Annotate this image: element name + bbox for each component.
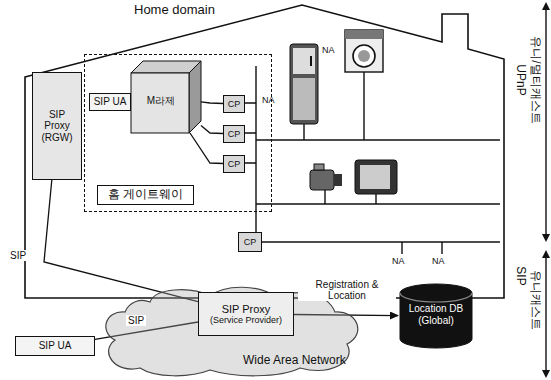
node-text: SIP UA <box>39 340 72 352</box>
scope-label: 유니/멀티캐스트 <box>528 36 541 123</box>
text-holder: 홈 게이트웨이 <box>97 185 194 205</box>
node-text: (Service Provider) <box>210 315 282 325</box>
cp-box: CP <box>223 155 245 173</box>
arrowhead <box>542 2 550 378</box>
scope-arrow <box>545 6 546 374</box>
bus-wire <box>256 139 500 140</box>
text-holder: M라제 <box>135 95 187 107</box>
connector <box>201 102 223 104</box>
node-text: M라제 <box>135 95 187 107</box>
ua-box: SIP UA <box>89 93 131 111</box>
device-label: NA <box>322 46 335 56</box>
gateway-group: 홈 게이트웨이 SIP UA M라제 CP CP CP <box>84 54 272 212</box>
washer-icon <box>345 30 383 72</box>
device-label: NA <box>392 257 405 267</box>
node-text: 홈 게이트웨이 <box>97 185 194 205</box>
scope-label: 유니캐스트 <box>528 270 541 330</box>
edge-label: SIP <box>126 315 146 326</box>
connector <box>44 180 198 302</box>
node-text: Wide Area Network <box>243 354 346 368</box>
text-holder: Location DB (Global) <box>402 303 470 326</box>
text-holder: Home domain <box>134 3 215 18</box>
bus-wire <box>262 241 500 242</box>
home-domain-outline: Home domainSIP Proxy (RGW) 홈 게이트웨이 SIP UA M… <box>22 2 507 300</box>
bus-wire <box>255 66 256 246</box>
ua-box: SIP UA <box>15 336 95 356</box>
node-text: Home domain <box>134 3 215 18</box>
node-text: SIP UA <box>94 96 127 108</box>
node-text: SIP Proxy <box>222 303 271 316</box>
text-holder: Wide Area Network <box>243 354 346 368</box>
camcorder-icon <box>310 164 342 190</box>
node-text: CP <box>228 159 241 169</box>
location-db-cylinder: Location DB (Global) <box>398 283 474 349</box>
cp-box: CP <box>238 232 262 252</box>
device-label: NA <box>432 257 445 267</box>
node-text: SIP Proxy (RGW) <box>35 109 79 144</box>
node-text: CP <box>228 129 241 139</box>
node-text: CP <box>244 237 257 247</box>
connector <box>190 133 223 164</box>
tv-icon <box>355 160 397 194</box>
connector <box>201 126 223 134</box>
node-text: Location DB (Global) <box>402 303 470 326</box>
scope-label: UPnP <box>513 64 526 95</box>
edge-label: Registration & Location <box>298 279 396 301</box>
cp-box: CP <box>223 95 245 113</box>
proxy-box: SIP Proxy (RGW) <box>32 72 82 180</box>
device-label: NA <box>262 96 275 106</box>
bus-wire <box>244 103 256 163</box>
node-text: CP <box>228 99 241 109</box>
cp-box: CP <box>223 125 245 143</box>
scope-label: SIP <box>513 266 526 285</box>
refrigerator-icon <box>290 44 318 124</box>
house-shape <box>22 2 507 300</box>
server-cube: M라제 <box>131 61 201 133</box>
proxy-box: SIP Proxy(Service Provider) <box>198 292 294 336</box>
edge-label: SIP <box>8 250 28 261</box>
drop-wire <box>402 242 442 254</box>
bus-wire <box>256 203 500 204</box>
